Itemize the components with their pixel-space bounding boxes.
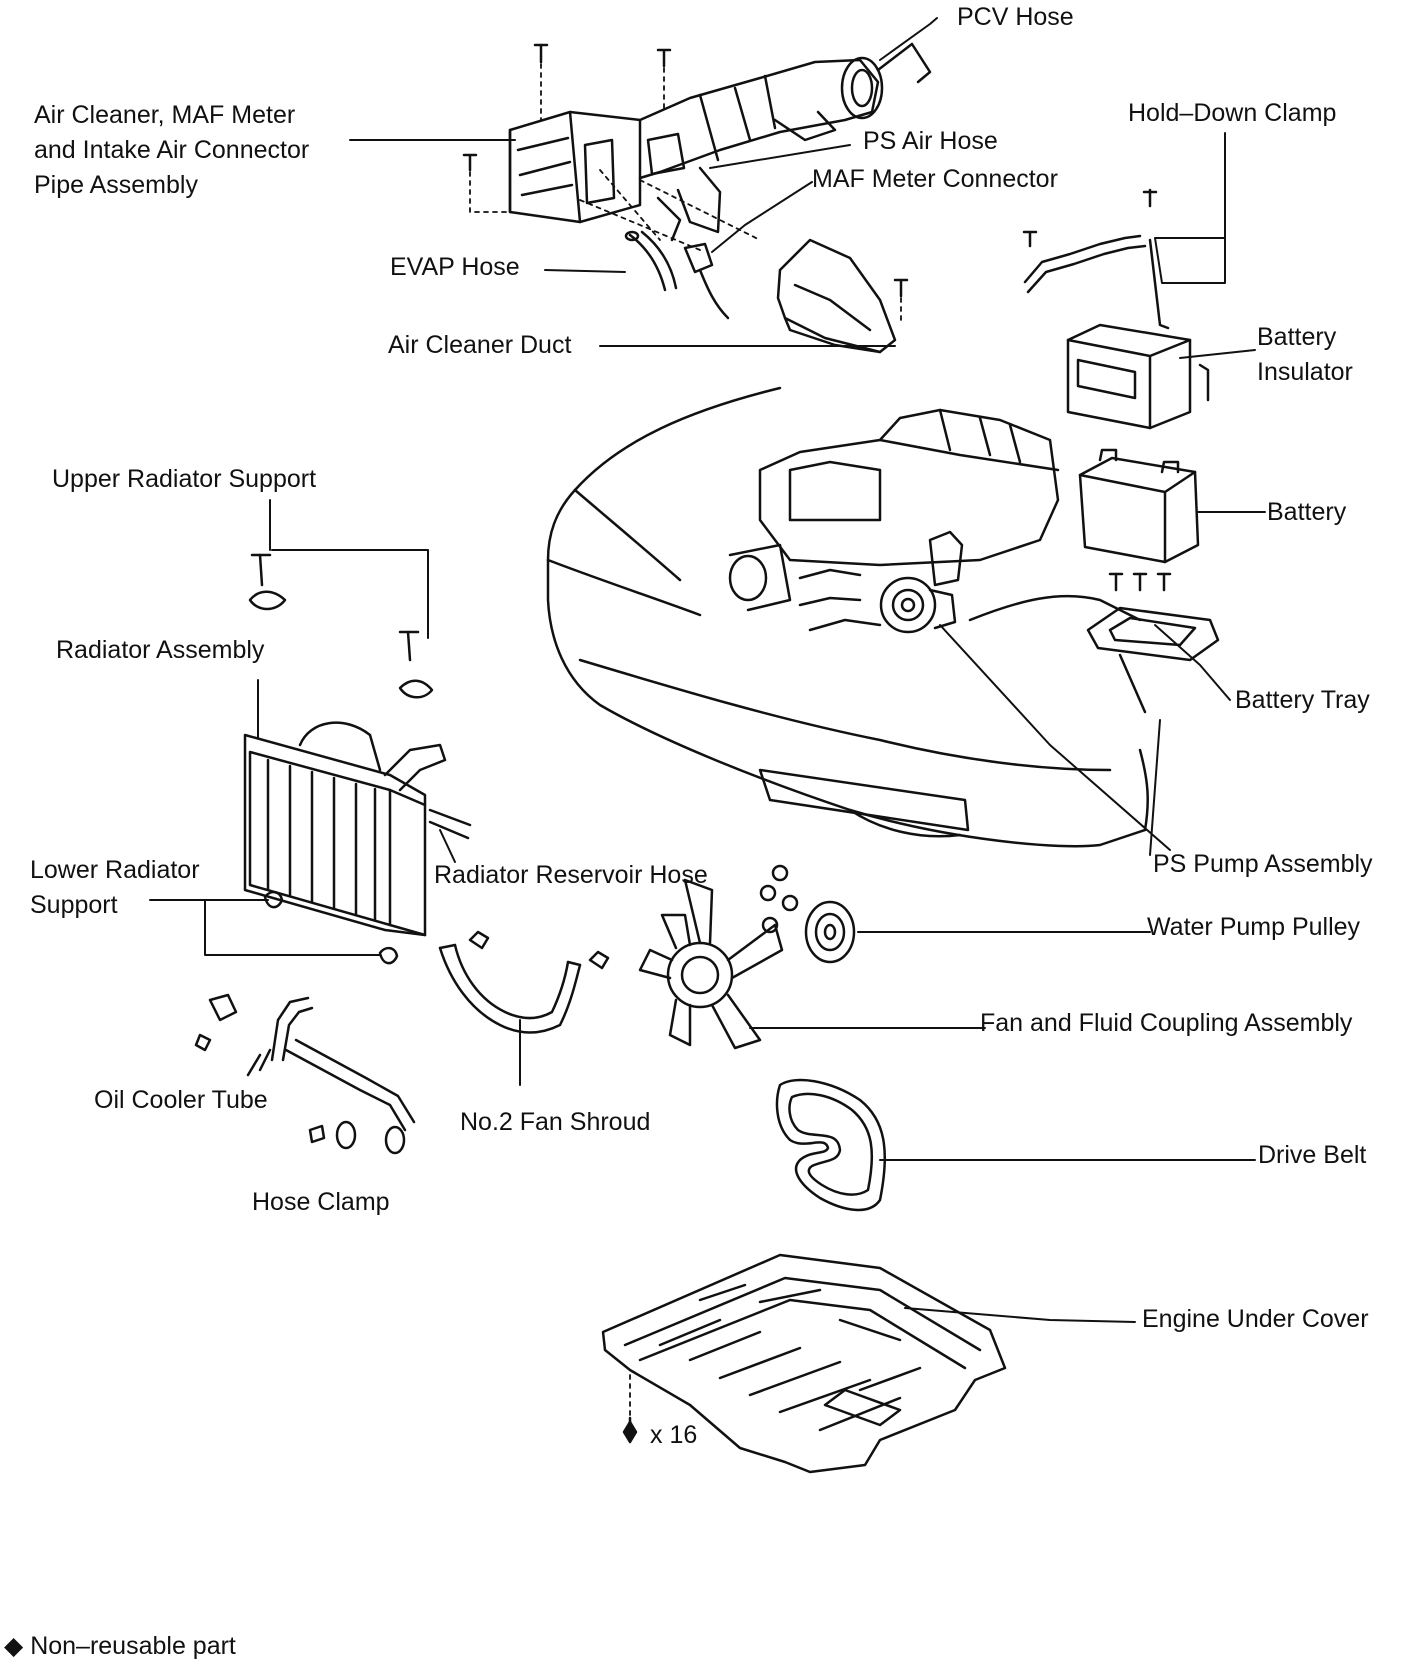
hold-down-clamp-label: Hold–Down Clamp: [1128, 99, 1337, 127]
hose-clamp-label: Hose Clamp: [252, 1188, 390, 1216]
radiator-assembly-label: Radiator Assembly: [56, 636, 265, 664]
pcv-hose-label: PCV Hose: [957, 3, 1074, 31]
upper-radiator-support-drawing: [248, 553, 434, 699]
legend: ◆ Non–reusable part: [4, 1630, 236, 1662]
battery-insulator-label: Battery Insulator: [1257, 323, 1353, 386]
air-cleaner-duct-drawing: [776, 238, 897, 354]
lower-radiator-support-drawing: [263, 890, 399, 965]
drive-belt-drawing: [775, 1078, 886, 1212]
water-pump-pulley-label: Water Pump Pulley: [1147, 913, 1361, 941]
water-pump-pulley-drawing: [804, 900, 856, 964]
battery-label: Battery: [1267, 498, 1347, 526]
intake-dashed-guides: [469, 63, 902, 321]
evap-hose-label: EVAP Hose: [390, 253, 520, 281]
oil-cooler-tube-drawing: [194, 993, 416, 1155]
ps-pump-drawing: [879, 576, 957, 634]
battery-insulator-drawing: [1066, 323, 1210, 430]
battery-tray-drawing: [1086, 572, 1220, 714]
battery-tray-label: Battery Tray: [1235, 686, 1370, 714]
evap-hose-drawing: [624, 230, 678, 292]
engine-under-cover-label: Engine Under Cover: [1142, 1305, 1369, 1333]
maf-meter-connector-label: MAF Meter Connector: [812, 165, 1058, 193]
radiator-reservoir-hose-label: Radiator Reservoir Hose: [434, 861, 708, 889]
battery-drawing: [1078, 448, 1200, 564]
bolt-count-label: x 16: [650, 1421, 698, 1449]
engine-under-cover-drawing: [601, 1253, 1007, 1474]
air-cleaner-assembly-drawing: [508, 42, 932, 242]
legend-text: Non–reusable part: [30, 1632, 236, 1660]
leader-lines: [149, 17, 1266, 1323]
lower-radiator-support-label: Lower Radiator Support: [30, 856, 200, 919]
air-cleaner-duct-label: Air Cleaner Duct: [388, 331, 572, 359]
drive-belt-label: Drive Belt: [1258, 1141, 1367, 1169]
radiator-drawing: [243, 721, 472, 937]
hose-clamp-drawing: [308, 1120, 357, 1150]
oil-cooler-tube-label: Oil Cooler Tube: [94, 1086, 268, 1114]
hold-down-clamp-drawing: [1022, 188, 1170, 330]
fan-shroud-drawing: [438, 930, 610, 1034]
engine-drawing: [728, 408, 1060, 632]
under-cover-bolt-drawing: [622, 1416, 638, 1444]
air-cleaner-assembly-label: Air Cleaner, MAF Meter and Intake Air Co…: [34, 101, 310, 199]
fan-coupling-label: Fan and Fluid Coupling Assembly: [980, 1009, 1353, 1037]
fan-drawing: [638, 878, 784, 1050]
fan-nuts-drawing: [759, 864, 799, 934]
maf-connector-drawing: [683, 242, 730, 320]
vehicle-body-drawing: [546, 386, 1149, 848]
non-reusable-symbol-icon: ◆: [4, 1632, 24, 1660]
no2-fan-shroud-label: No.2 Fan Shroud: [460, 1108, 651, 1136]
upper-radiator-support-label: Upper Radiator Support: [52, 465, 317, 493]
intake-bolts-drawing: [462, 43, 909, 298]
ps-pump-assembly-label: PS Pump Assembly: [1153, 850, 1373, 878]
ps-air-hose-label: PS Air Hose: [863, 127, 998, 155]
